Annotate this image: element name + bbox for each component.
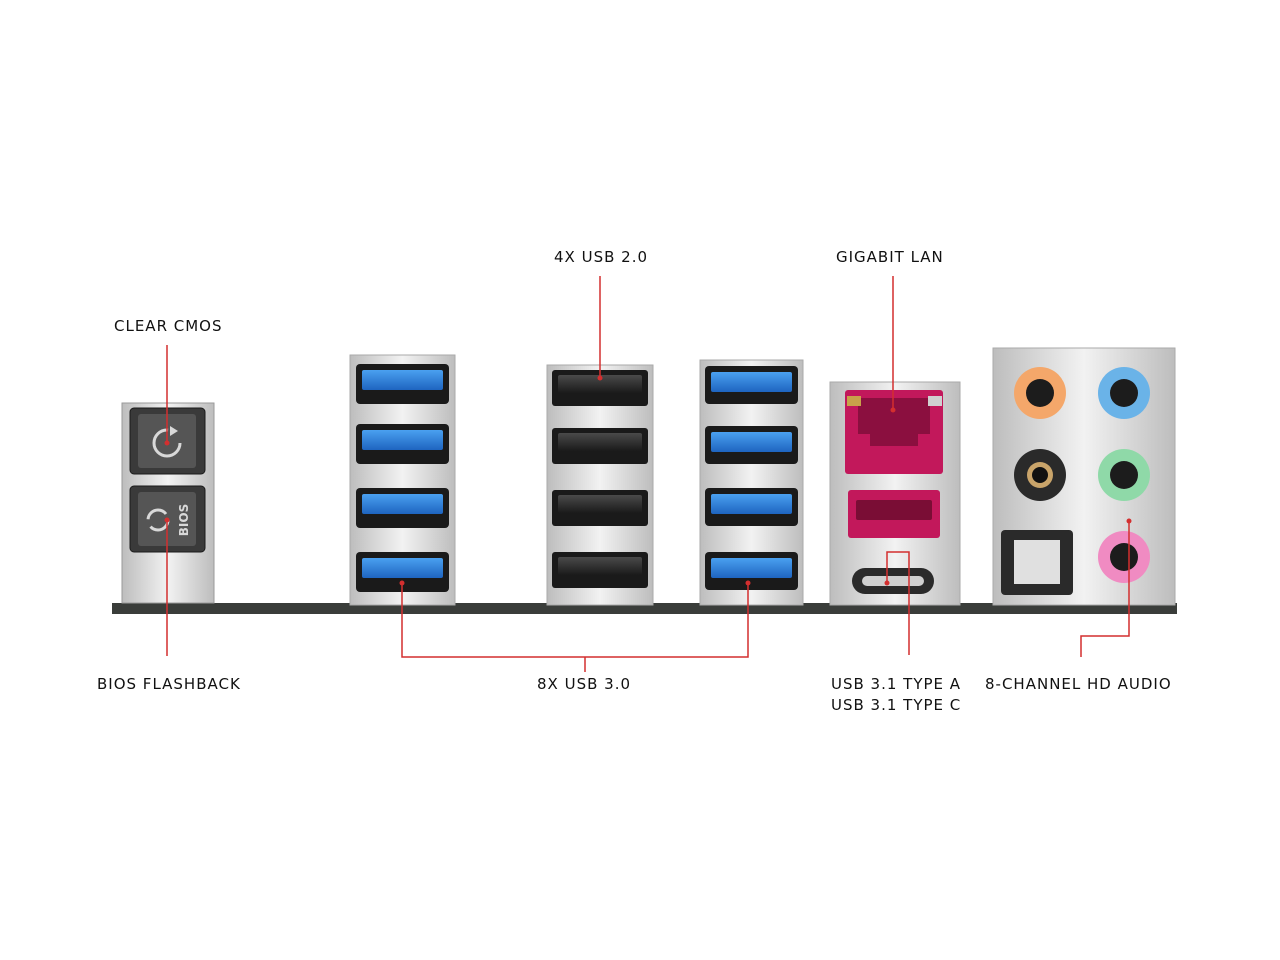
label-hd-audio: 8-CHANNEL HD AUDIO [985,675,1172,693]
usb3-stack-right [699,359,804,606]
usb3-stack-left [349,354,456,606]
bios-button-text: BIOS [177,504,191,536]
label-usb30: 8X USB 3.0 [537,675,632,693]
callout-dots [164,375,1132,586]
label-bios-flashback: BIOS FLASHBACK [97,675,241,693]
label-gigabit-lan: GIGABIT LAN [836,248,944,266]
callout-lines [166,276,1130,672]
label-usb31-type-c: USB 3.1 TYPE C [831,696,962,714]
audio-block [992,347,1176,606]
usb2-stack [546,364,654,606]
label-clear-cmos: CLEAR CMOS [114,317,223,335]
pcb-edge [112,603,1177,614]
button-bracket [121,402,215,604]
label-usb20: 4X USB 2.0 [554,248,649,266]
lan-usb31-block [829,381,961,606]
label-usb31-type-a: USB 3.1 TYPE A [831,675,962,693]
